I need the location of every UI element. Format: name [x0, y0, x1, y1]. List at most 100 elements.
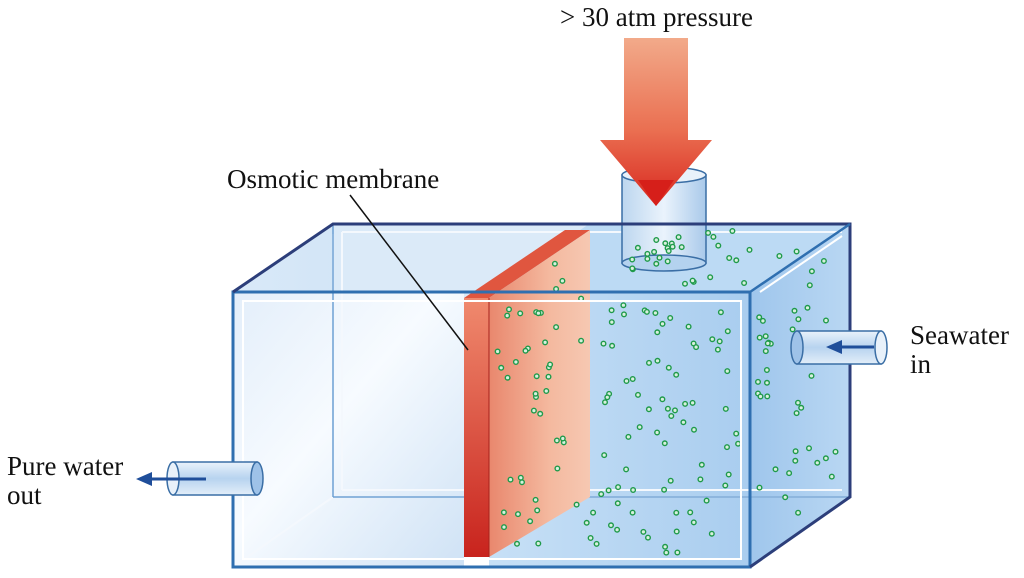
salt-particle: [682, 280, 689, 287]
salt-particle: [605, 487, 612, 494]
salt-particle: [665, 364, 672, 371]
salt-particle: [553, 437, 560, 444]
salt-particle: [533, 373, 540, 380]
salt-particle: [724, 444, 731, 451]
salt-particle: [705, 229, 712, 236]
salt-particle: [762, 348, 769, 355]
salt-particle: [651, 248, 658, 255]
salt-particle: [517, 310, 524, 317]
salt-particle: [667, 315, 674, 322]
salt-particle: [644, 250, 651, 257]
salt-particle: [554, 465, 561, 472]
salt-particle: [741, 280, 748, 287]
salt-particle: [763, 367, 770, 374]
tank-front-edges: [231, 222, 852, 569]
salt-particle: [537, 410, 544, 417]
salt-particle: [795, 509, 802, 516]
salt-particle: [828, 473, 835, 480]
salt-particle: [725, 471, 732, 478]
salt-particle: [636, 424, 643, 431]
salt-particle: [698, 461, 705, 468]
salt-particle: [532, 496, 539, 503]
salt-particle: [703, 497, 710, 504]
salt-particle: [504, 374, 511, 381]
salt-particle: [635, 391, 642, 398]
seawater-label-line1: Seawater: [910, 320, 1009, 350]
salt-particle: [726, 254, 733, 261]
salt-particle: [757, 393, 764, 400]
salt-particle: [598, 491, 605, 498]
salt-particle: [729, 227, 736, 234]
salt-particle: [795, 316, 802, 323]
salt-particle: [600, 340, 607, 347]
osmotic-membrane: [464, 230, 590, 557]
salt-particle: [551, 260, 558, 267]
salt-particle: [578, 337, 585, 344]
salt-particle: [629, 265, 636, 272]
salt-particle: [504, 312, 511, 319]
salt-particle: [604, 394, 611, 401]
salt-particles: [494, 227, 839, 556]
salt-particle: [808, 372, 815, 379]
salt-particle: [621, 311, 628, 318]
salt-particle: [806, 445, 813, 452]
salt-particle: [708, 530, 715, 537]
salt-particle: [755, 378, 762, 385]
salt-particle: [498, 364, 505, 371]
salt-particle: [630, 487, 637, 494]
salt-particle: [715, 242, 722, 249]
salt-particle: [515, 511, 522, 518]
salt-particle: [709, 336, 716, 343]
salt-particle: [643, 308, 650, 315]
salt-particle: [669, 243, 676, 250]
salt-particle: [717, 309, 724, 316]
salt-particle: [673, 528, 680, 535]
salt-particle: [614, 526, 621, 533]
salt-particle: [795, 399, 802, 406]
salt-particle: [693, 344, 700, 351]
salt-particle: [601, 452, 608, 459]
salt-particle: [697, 476, 704, 483]
salt-particle: [620, 302, 627, 309]
salt-particle: [522, 347, 529, 354]
salt-particle: [573, 501, 580, 508]
seawater-label: Seawater in: [910, 321, 1009, 379]
seawater-label-line2: in: [910, 349, 932, 379]
salt-particle: [746, 246, 753, 253]
salt-particle: [735, 440, 742, 447]
salt-particle: [665, 247, 672, 254]
salt-particle: [707, 274, 714, 281]
salt-particle: [517, 474, 524, 481]
salt-particle: [512, 359, 519, 366]
salt-particle: [625, 433, 632, 440]
salt-particle: [820, 258, 827, 265]
salt-particle: [644, 255, 651, 262]
salt-particle: [501, 524, 508, 531]
salt-particle: [682, 400, 689, 407]
pure-water-region: [233, 292, 464, 567]
salt-particle: [690, 519, 697, 526]
seawater-flow-arrow-icon: [826, 340, 874, 354]
salt-particle: [646, 359, 653, 366]
tank-right-face: [750, 224, 850, 567]
salt-particle: [662, 240, 669, 247]
salt-particle: [822, 455, 829, 462]
salt-particle: [691, 426, 698, 433]
salt-particle: [789, 326, 796, 333]
salt-particle: [653, 236, 660, 243]
pure-water-label: Pure water out: [7, 452, 123, 510]
salt-particle: [832, 448, 839, 455]
salt-particle: [623, 466, 630, 473]
salt-particle: [724, 368, 731, 375]
salt-particle: [759, 317, 766, 324]
salt-particle: [724, 328, 731, 335]
salt-particle: [675, 234, 682, 241]
salt-particle: [654, 357, 661, 364]
salt-particle: [772, 466, 779, 473]
salt-particle: [678, 244, 685, 251]
salt-particle: [532, 390, 539, 397]
salt-particle: [514, 540, 521, 547]
salt-particle: [654, 429, 661, 436]
salt-particle: [530, 407, 537, 414]
